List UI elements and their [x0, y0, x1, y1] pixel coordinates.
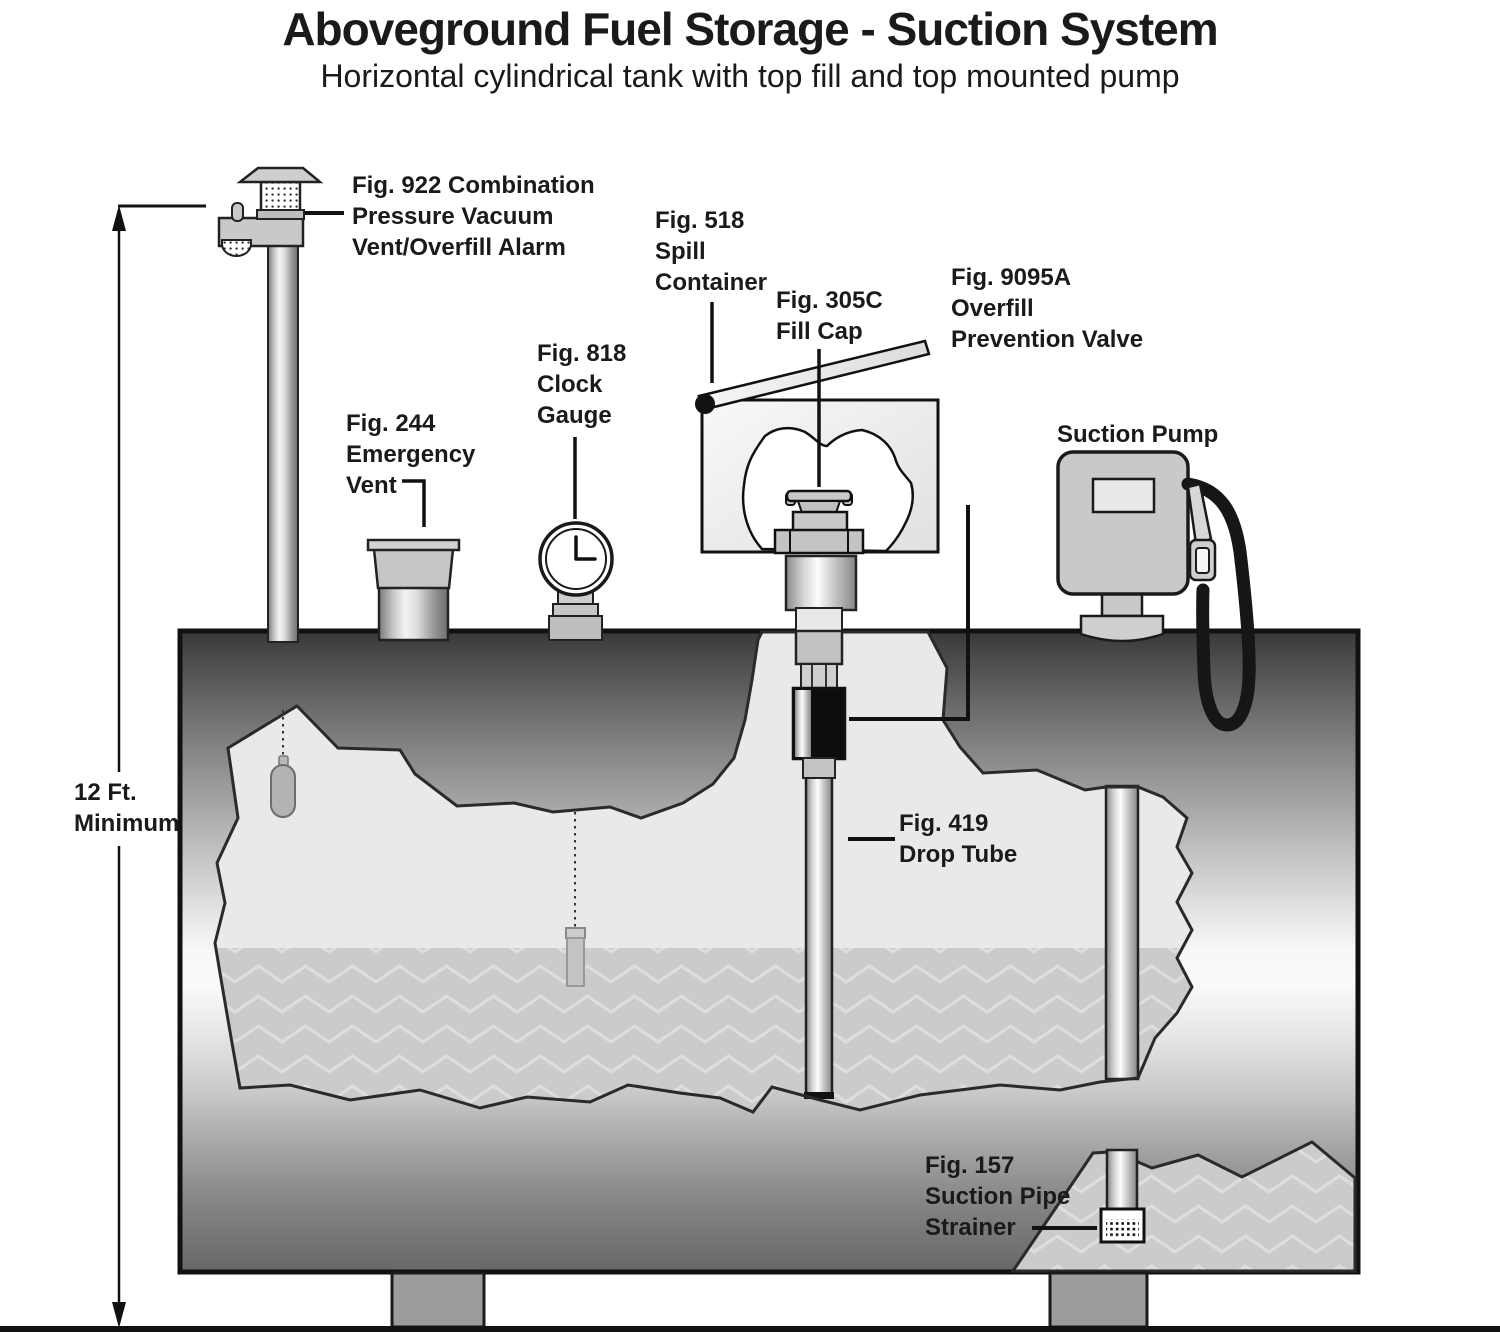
pump-pedestal-base: [1079, 614, 1165, 643]
label-line: Strainer: [925, 1214, 1016, 1241]
label-line: Clock: [537, 371, 603, 398]
valve-highlight: [795, 690, 811, 757]
ground-line: [0, 1326, 1500, 1332]
vent-tab: [231, 202, 244, 222]
spill-container-opening: [741, 426, 915, 553]
suction-pipe-lower: [1105, 1148, 1139, 1214]
leader-fig244: [402, 479, 426, 527]
fuel-level: [215, 948, 1192, 1112]
label-line: Fill Cap: [776, 318, 863, 345]
valve-connector: [800, 663, 838, 690]
label-fig419-drop-tube: Fig. 419 Drop Tube: [899, 808, 1017, 870]
vent-pipe: [267, 243, 299, 643]
strainer-mesh: [1106, 1219, 1139, 1238]
gauge-float-cap: [565, 927, 586, 939]
suction-pipe-upper: [1104, 784, 1140, 1081]
label-fig305c-fill-cap: Fig. 305C Fill Cap: [776, 285, 883, 347]
label-line: 12 Ft.: [74, 779, 137, 806]
label-line: Emergency: [346, 441, 476, 468]
label-line: Fig. 157: [925, 1152, 1015, 1179]
label-fig922-vent: Fig. 922 Combination Pressure Vacuum Ven…: [352, 170, 595, 263]
label-fig9095a-overfill-valve: Fig. 9095A Overfill Prevention Valve: [951, 262, 1143, 355]
tank-supports: [0, 1271, 1500, 1332]
gauge-riser: [552, 603, 599, 617]
strainer-cutaway: [1010, 1140, 1357, 1273]
label-line: Suction Pipe: [925, 1183, 1071, 1210]
tank-cutaway: [213, 630, 1194, 1114]
label-line: Vent/Overfill Alarm: [352, 234, 566, 261]
drop-tube: [804, 760, 834, 1097]
lid-hinge: [695, 394, 715, 414]
emergency-vent-base: [377, 585, 450, 642]
label-line: Gauge: [537, 402, 612, 429]
overfill-alarm-float: [270, 764, 296, 818]
emergency-vent-cap: [366, 538, 461, 552]
label-line: Spill: [655, 238, 706, 265]
label-line: Vent: [346, 472, 397, 499]
tank-leg-right: [1048, 1271, 1149, 1329]
label-line: Fig. 244: [346, 410, 436, 437]
label-line: Fig. 305C: [776, 287, 883, 314]
strainer-cutaway-fuel: [1010, 1140, 1357, 1273]
gauge-base: [548, 615, 603, 641]
label-line: Prevention Valve: [951, 326, 1144, 353]
nozzle-slot: [1195, 547, 1210, 574]
label-fig157-strainer: Fig. 157 Suction Pipe Strainer: [925, 1150, 1070, 1243]
fill-cap-body: [791, 510, 849, 533]
cutaway-edge: [213, 630, 1194, 1114]
label-line: Suction Pump: [1057, 421, 1219, 448]
arrow-up: [112, 205, 126, 231]
fill-flange-lines: [789, 530, 849, 553]
vent-dome-screen: [221, 239, 252, 257]
emergency-vent-body: [372, 547, 455, 590]
vent-flange: [256, 209, 305, 220]
label-line: Fig. 419: [899, 810, 989, 837]
suction-pump: [1056, 450, 1256, 732]
valve-connector-lines: [811, 664, 827, 689]
label-line: Fig. 9095A: [951, 264, 1072, 291]
fill-cap-handle: [785, 489, 853, 503]
label-line: Fig. 922 Combination: [352, 172, 595, 199]
pump-body: [1056, 450, 1190, 596]
fill-neck: [795, 607, 843, 633]
label-fig518-spill-container: Fig. 518 Spill Container: [655, 205, 767, 298]
drop-tube-coupling: [802, 757, 836, 779]
page-title: Aboveground Fuel Storage - Suction Syste…: [282, 3, 1218, 55]
pump-hose: [1181, 477, 1256, 732]
pressure-vacuum-vent: [217, 166, 324, 643]
gauge-hands: [574, 535, 597, 561]
fill-riser-pipe: [784, 554, 858, 612]
label-fig818-clock-gauge: Fig. 818 Clock Gauge: [537, 338, 626, 431]
clock-gauge: [538, 521, 614, 641]
vent-screen-box: [259, 180, 302, 214]
drop-tube-end: [804, 1092, 834, 1099]
arrow-down: [112, 1302, 126, 1328]
pump-pedestal-neck: [1100, 592, 1144, 618]
leader-fig9095a: [849, 505, 970, 721]
pump-meter-window: [1091, 477, 1156, 514]
valve-body: [794, 629, 844, 666]
label-12ft-minimum: 12 Ft. Minimum: [74, 777, 179, 839]
fill-flange: [773, 528, 865, 555]
label-line: Fig. 818: [537, 340, 627, 367]
label-line: Overfill: [951, 295, 1034, 322]
label-line: Container: [655, 269, 768, 296]
vent-rain-cap: [236, 166, 324, 184]
label-line: Drop Tube: [899, 841, 1018, 868]
tank-leg-left: [390, 1271, 486, 1329]
clock-gauge-float: [566, 937, 585, 987]
label-line: Fig. 518: [655, 207, 745, 234]
leader-lines: [305, 211, 1097, 1230]
nozzle-arm: [1186, 482, 1213, 546]
page-subtitle: Horizontal cylindrical tank with top fil…: [320, 58, 1180, 94]
label-line: Minimum: [74, 810, 180, 837]
label-suction-pump: Suction Pump: [1057, 419, 1218, 450]
label-line: Pressure Vacuum: [352, 203, 554, 230]
emergency-vent: [366, 538, 461, 642]
height-dimension: [112, 204, 206, 1328]
label-fig244-emergency-vent: Fig. 244 Emergency Vent: [346, 408, 475, 501]
